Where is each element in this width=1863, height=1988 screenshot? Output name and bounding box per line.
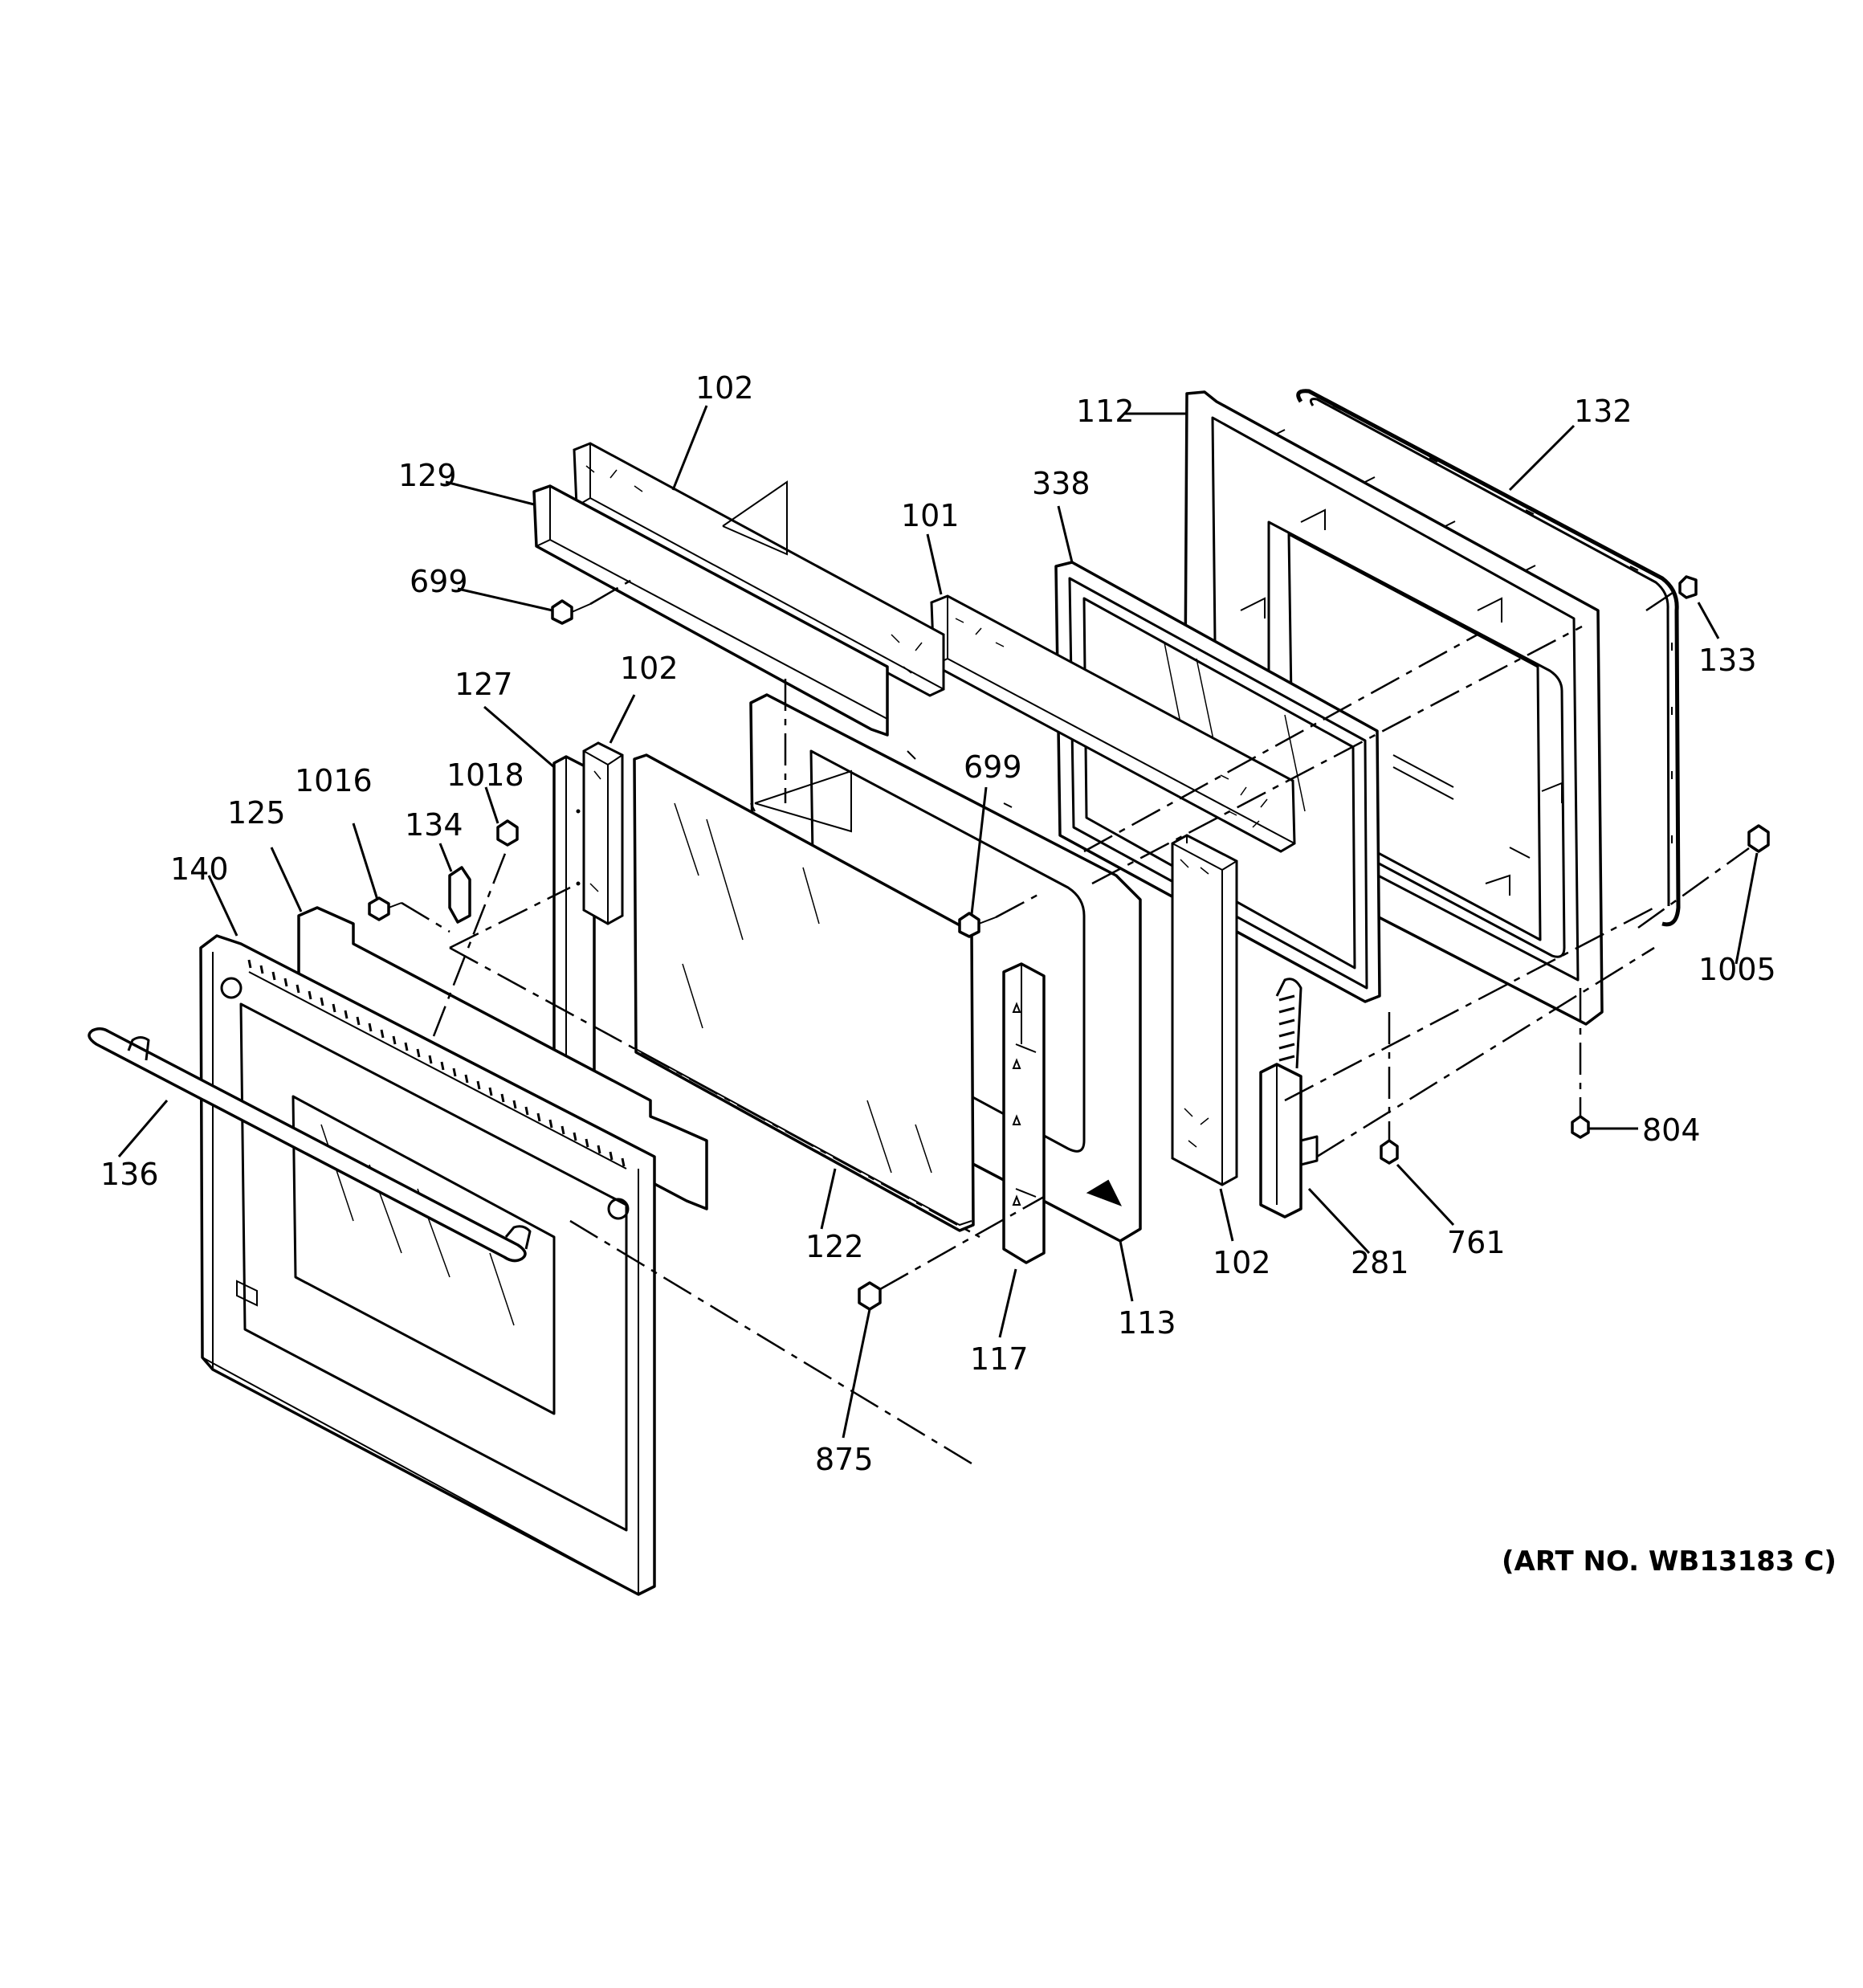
leader-lines: [117, 405, 1759, 1439]
callout-117: 117: [970, 1341, 1029, 1377]
callout-122: 122: [805, 1229, 864, 1264]
callout-804: 804: [1642, 1112, 1701, 1148]
part-102-insulation-right: [1171, 834, 1238, 1186]
part-102-insulation-left: [582, 741, 624, 925]
callout-134: 134: [405, 807, 463, 843]
screw-1016: [368, 896, 402, 921]
callout-112: 112: [1076, 394, 1135, 429]
screw-699-top: [551, 599, 591, 625]
screw-761: [1380, 1139, 1399, 1165]
screw-699-mid: [958, 912, 997, 938]
screw-133: [1678, 575, 1698, 599]
callout-102-right: 102: [1213, 1245, 1271, 1280]
callout-101: 101: [901, 498, 960, 533]
callout-127: 127: [455, 667, 513, 702]
callout-133: 133: [1698, 643, 1757, 678]
callout-281: 281: [1351, 1245, 1409, 1280]
callout-1016: 1016: [295, 763, 373, 798]
callout-761: 761: [1447, 1225, 1506, 1260]
part-136-door-handle: [88, 977, 630, 1263]
callout-113: 113: [1118, 1305, 1176, 1341]
callout-132: 132: [1574, 394, 1633, 429]
screw-875: [858, 1281, 882, 1311]
callout-129: 129: [398, 458, 457, 493]
clip-134: [448, 866, 471, 924]
screw-1018: [496, 819, 519, 847]
callout-338: 338: [1032, 466, 1090, 501]
callout-1005: 1005: [1698, 952, 1776, 987]
part-101-insulation-top: [930, 594, 1296, 853]
callout-1018: 1018: [446, 757, 524, 793]
callout-875: 875: [815, 1442, 874, 1477]
callout-136: 136: [100, 1157, 159, 1192]
part-140-outer-door: [199, 934, 656, 1596]
part-129-top-trim: [532, 484, 889, 737]
part-117-hinge-bracket: [1002, 962, 1046, 1264]
screw-1005: [1747, 824, 1770, 853]
screws: [368, 575, 1770, 1311]
callout-125: 125: [227, 795, 286, 831]
art-number: (ART NO. WB13183 C): [1502, 1545, 1837, 1578]
part-132-door-gasket: [1296, 389, 1681, 927]
callout-699-mid: 699: [964, 749, 1022, 785]
screw-804: [1571, 1115, 1590, 1139]
alignment-lines: [401, 480, 1750, 1468]
callout-699-top: 699: [410, 564, 468, 599]
callout-102-top: 102: [695, 370, 754, 406]
part-281-hinge: [1259, 978, 1319, 1219]
vent-slots: [247, 959, 626, 1167]
callout-labels: 102 129 699 101 338 112 132 133 127 102 …: [100, 370, 1837, 1578]
callout-102-left: 102: [620, 651, 679, 686]
callout-140: 140: [170, 851, 229, 887]
